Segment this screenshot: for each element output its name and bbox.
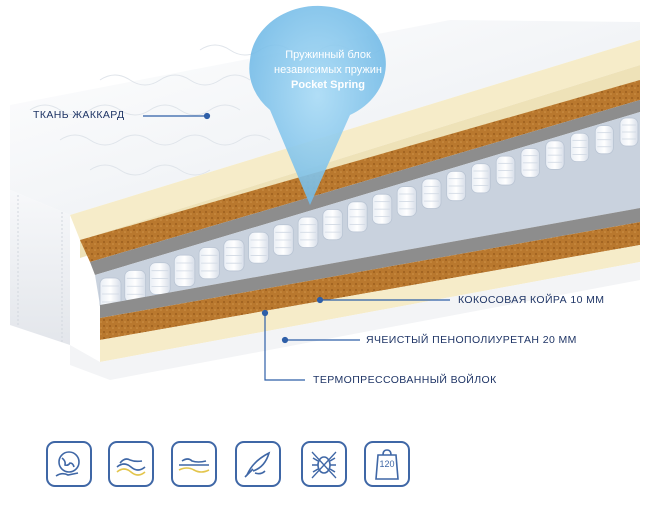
pocket-spring-title: Пружинный блок независимых пружин Pocket… bbox=[258, 48, 398, 93]
bottom-coir-layer bbox=[100, 222, 640, 340]
mattress-side-panel bbox=[10, 190, 70, 345]
top-felt-layer bbox=[90, 100, 640, 275]
pocket-spring-line1: Пружинный блок bbox=[285, 49, 371, 61]
fabric-leader-line bbox=[143, 112, 211, 120]
bottom-foam-layer bbox=[100, 245, 640, 362]
top-coir-layer bbox=[80, 80, 640, 262]
foam-leader-line bbox=[281, 336, 360, 344]
top-foam-layer bbox=[70, 40, 640, 240]
globe-hand-icon bbox=[46, 441, 92, 487]
pocket-spring-bubble bbox=[249, 5, 386, 205]
label-foam: ЯЧЕИСТЫЙ ПЕНОПОЛИУРЕТАН 20 ММ bbox=[366, 334, 577, 346]
label-fabric: ТКАНЬ ЖАККАРД bbox=[33, 109, 125, 121]
no-allergy-icon bbox=[301, 441, 347, 487]
label-felt: ТЕРМОПРЕССОВАННЫЙ ВОЙЛОК bbox=[313, 374, 497, 386]
wave-support-icon bbox=[108, 441, 154, 487]
pocket-spring-line3: Pocket Spring bbox=[291, 79, 365, 91]
bottom-felt-layer bbox=[100, 208, 640, 318]
felt-leader-line bbox=[261, 309, 305, 381]
label-coir: КОКОСОВАЯ КОЙРА 10 ММ bbox=[458, 294, 605, 306]
coir-leader-line bbox=[316, 296, 450, 304]
max-load-icon: 120 bbox=[364, 441, 410, 487]
max-load-value: 120 bbox=[379, 459, 395, 469]
feather-leaf-icon bbox=[235, 441, 281, 487]
pocket-spring-line2: независимых пружин bbox=[274, 64, 382, 76]
pocket-springs bbox=[99, 117, 639, 311]
body-comfort-icon bbox=[171, 441, 217, 487]
